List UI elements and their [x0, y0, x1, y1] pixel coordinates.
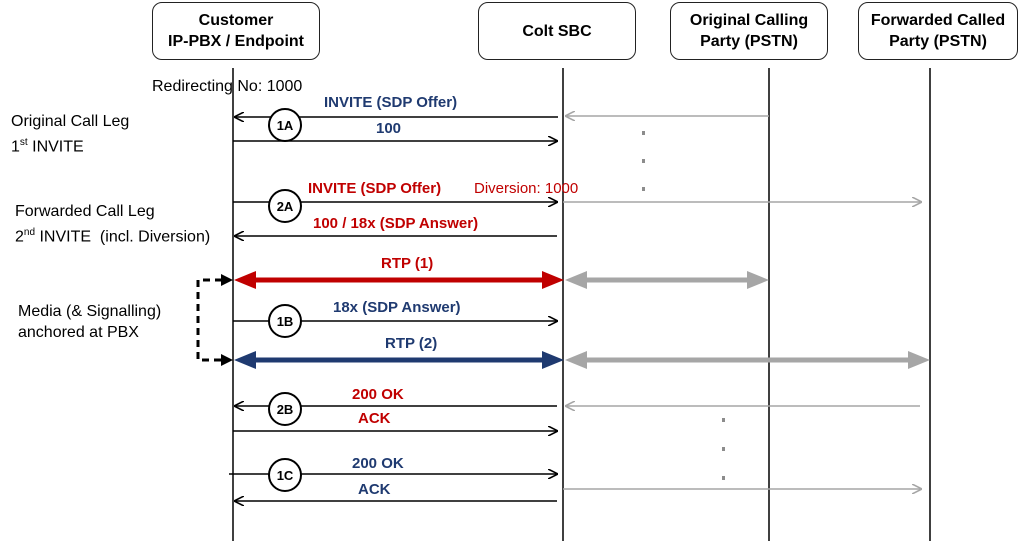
step-circle-1b [268, 304, 302, 338]
participant-label: Forwarded Called [870, 12, 1006, 29]
side-label-sup: st [19, 137, 28, 148]
rtp2-head-left [234, 351, 256, 369]
side-label-ordinal: 2 [15, 228, 24, 246]
msg-resp-2a: 100 / 18x (SDP Answer) [313, 215, 479, 232]
ellipsis-dot [642, 131, 645, 135]
side-label-ordinal: 1 [11, 138, 20, 156]
participant-forwarded-called: Forwarded Called Party (PSTN) [858, 2, 1018, 60]
step-circle-1c [268, 458, 302, 492]
side-label-media: Media (& Signalling) anchored at PBX [18, 301, 161, 343]
msg-rtp1: RTP (1) [381, 255, 434, 272]
msg-ack-1c: ACK [358, 481, 391, 498]
step-label: 2A [277, 199, 294, 214]
side-label-line: INVITE (incl. Diversion) [35, 228, 211, 246]
redirecting-label: Redirecting No: 1000 [152, 78, 303, 95]
rtp2-pstn-head-left [565, 351, 587, 369]
participant-label: Customer [198, 12, 274, 29]
step-label: 1C [277, 468, 294, 483]
rtp2-pstn-head-right [908, 351, 930, 369]
rtp1-pstn-head-left [565, 271, 587, 289]
rtp1-head-right [542, 271, 564, 289]
step-circle-2a [268, 189, 302, 223]
rtp1-head-left [234, 271, 256, 289]
ellipsis-dot [722, 418, 725, 422]
step-label: 2B [277, 402, 294, 417]
participant-label: Party (PSTN) [700, 33, 798, 50]
side-label-line: anchored at PBX [18, 324, 139, 341]
media-anchor-head-bottom [221, 354, 233, 366]
msg-invite-2a: INVITE (SDP Offer) [308, 180, 442, 197]
rtp1-pstn-head-right [747, 271, 769, 289]
step-label: 1B [277, 314, 294, 329]
side-label-line: Original Call Leg [11, 113, 130, 130]
media-anchor-loop [196, 278, 222, 362]
rtp2-head-right [542, 351, 564, 369]
ellipsis-dot [722, 476, 725, 480]
participant-label: Original Calling [689, 12, 809, 29]
ellipsis-dot [642, 187, 645, 191]
step-circle-2b [268, 392, 302, 426]
side-label-sup: nd [23, 227, 36, 238]
msg-diversion-2a: Diversion: 1000 [474, 180, 579, 197]
step-label: 1A [277, 118, 294, 133]
media-anchor-head-top [221, 274, 233, 286]
msg-100-1a: 100 [376, 120, 402, 137]
participant-label: Colt SBC [522, 22, 592, 40]
side-label-line: Forwarded Call Leg [15, 203, 155, 220]
step-circle-1a [268, 108, 302, 142]
participant-original-calling: Original Calling Party (PSTN) [670, 2, 828, 60]
msg-200ok-1c: 200 OK [352, 455, 404, 472]
ellipsis-dot [642, 159, 645, 163]
side-label-line: Media (& Signalling) [18, 303, 162, 320]
ellipsis-dot [722, 447, 725, 451]
participant-label: IP-PBX / Endpoint [168, 33, 304, 50]
msg-ack-2b: ACK [358, 410, 391, 427]
msg-200ok-2b: 200 OK [352, 386, 404, 403]
participant-colt-sbc: Colt SBC [478, 2, 636, 60]
side-label-line: INVITE [27, 138, 84, 156]
side-label-forwarded-leg: Forwarded Call Leg 2nd INVITE (incl. Div… [15, 201, 210, 247]
msg-invite-1a: INVITE (SDP Offer) [324, 94, 458, 111]
msg-rtp2: RTP (2) [385, 335, 438, 352]
participant-customer-pbx: Customer IP-PBX / Endpoint [152, 2, 320, 60]
side-label-original-leg: Original Call Leg 1st INVITE [11, 111, 129, 157]
msg-answer-1b: 18x (SDP Answer) [333, 299, 461, 316]
participant-label: Party (PSTN) [889, 33, 987, 50]
